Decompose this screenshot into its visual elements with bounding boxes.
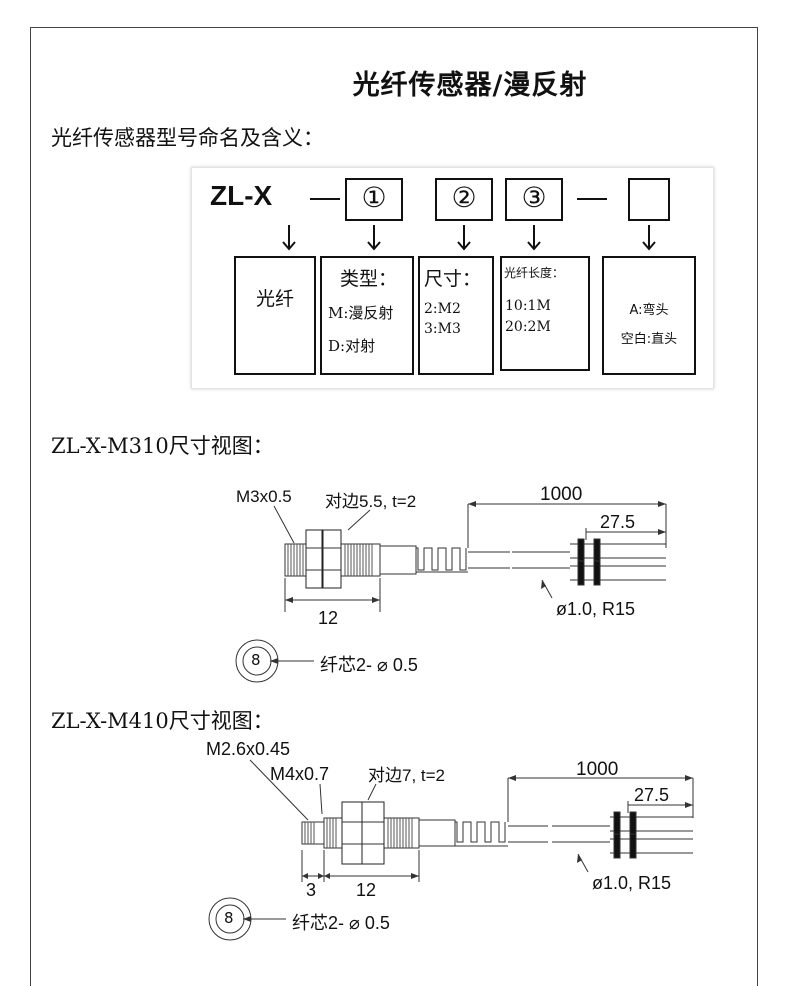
box-head-blank: 空白:直头 <box>620 332 678 347</box>
model-prefix: ZL-X <box>210 180 273 211</box>
m410-core-number: 8 <box>224 909 234 927</box>
slot-2: ② <box>451 181 477 214</box>
box-length-title: 光纤长度： <box>504 266 565 280</box>
box-type-d: D:对射 <box>328 337 376 355</box>
m310-length: 1000 <box>540 484 583 505</box>
box-size-3: 3:M3 <box>424 321 461 337</box>
m410-dim-a: 3 <box>306 880 317 900</box>
m310-body-length: 12 <box>318 608 339 628</box>
m310-heading: ZL-X-M310尺寸视图： <box>51 434 274 458</box>
m410-nut: 对边7, t=2 <box>368 766 446 785</box>
m410-dim-b: 12 <box>356 880 377 900</box>
m410-tip: 27.5 <box>634 785 670 805</box>
naming-heading: 光纤传感器型号命名及含义： <box>51 126 324 150</box>
m310-thread: M3x0.5 <box>236 487 292 506</box>
m410-core: 纤芯2- ⌀ 0.5 <box>292 913 390 933</box>
page-title: 光纤传感器/漫反射 <box>352 70 588 101</box>
box-length-10: 10:1M <box>505 298 551 314</box>
m310-nut: 对边5.5, t=2 <box>325 492 417 511</box>
m310-fiber: ø1.0, R15 <box>556 599 636 619</box>
slot-1: ① <box>361 181 387 214</box>
m310-tip: 27.5 <box>600 512 636 532</box>
m310-core: 纤芯2- ⌀ 0.5 <box>320 655 418 675</box>
m410-thread-body: M4x0.7 <box>270 764 330 784</box>
m310-core-number: 8 <box>251 651 261 669</box>
slot-3: ③ <box>521 181 547 214</box>
box-type-m: M:漫反射 <box>328 304 394 322</box>
box-fiber: 光纤 <box>255 288 294 310</box>
box-size-title: 尺寸： <box>424 268 482 290</box>
page-frame <box>30 27 758 986</box>
m410-length: 1000 <box>576 759 619 780</box>
box-size-2: 2:M2 <box>424 301 461 317</box>
m410-heading: ZL-X-M410尺寸视图： <box>51 709 274 733</box>
box-head-a: A:弯头 <box>629 303 669 318</box>
m410-fiber: ø1.0, R15 <box>592 873 672 893</box>
m410-thread-tip: M2.6x0.45 <box>206 739 291 759</box>
naming-arrows <box>234 178 696 375</box>
naming-diagram: ZL-X ① ② ③ 光纤 类型： M:漫反射 D:对射 尺寸： 2:M2 3:… <box>191 167 714 389</box>
box-type-title: 类型： <box>340 268 398 290</box>
box-length-20: 20:2M <box>505 319 551 335</box>
